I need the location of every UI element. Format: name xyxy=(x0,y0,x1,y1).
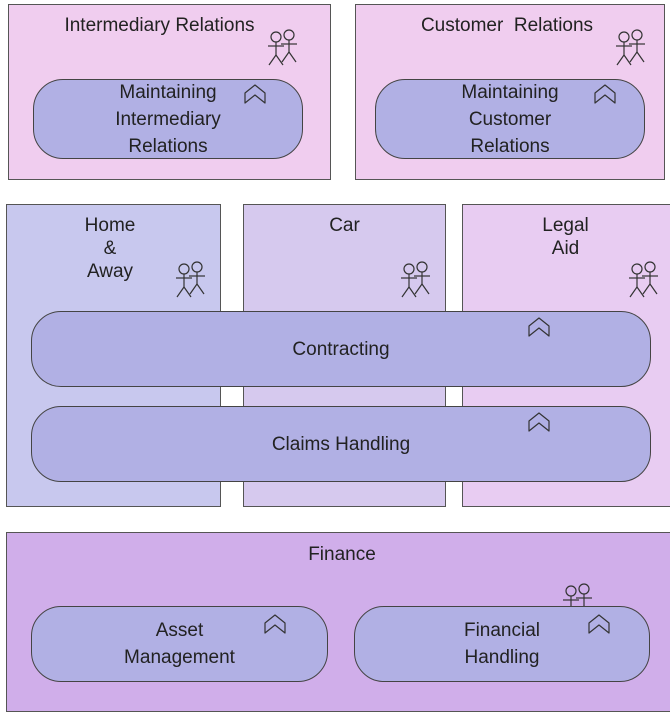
role-actors-icon xyxy=(400,261,431,298)
function-contracting: Contracting xyxy=(31,311,651,387)
role-title: Customer Relations xyxy=(420,15,594,36)
function-chevron-icon xyxy=(264,614,286,634)
role-title: Intermediary Relations xyxy=(64,15,255,36)
function-maintaining-intermediary-relations: Maintaining Intermediary Relations xyxy=(33,79,303,159)
function-claims-handling: Claims Handling xyxy=(31,406,651,482)
function-chevron-icon xyxy=(528,412,550,432)
role-title: Finance xyxy=(308,544,376,565)
function-chevron-icon xyxy=(528,317,550,337)
function-financial-handling: Financial Handling xyxy=(354,606,650,682)
function-chevron-icon xyxy=(594,84,616,104)
role-actors-icon xyxy=(175,261,206,298)
function-chevron-icon xyxy=(588,614,610,634)
role-actors-icon xyxy=(628,261,659,298)
function-maintaining-customer-relations: Maintaining Customer Relations xyxy=(375,79,645,159)
function-chevron-icon xyxy=(244,84,266,104)
function-asset-management: Asset Management xyxy=(31,606,328,682)
role-title: Home & Away xyxy=(84,215,136,282)
role-title: Legal Aid xyxy=(542,215,589,259)
role-actors-icon xyxy=(267,29,298,66)
role-actors-icon xyxy=(615,29,646,66)
role-title: Car xyxy=(329,215,360,236)
